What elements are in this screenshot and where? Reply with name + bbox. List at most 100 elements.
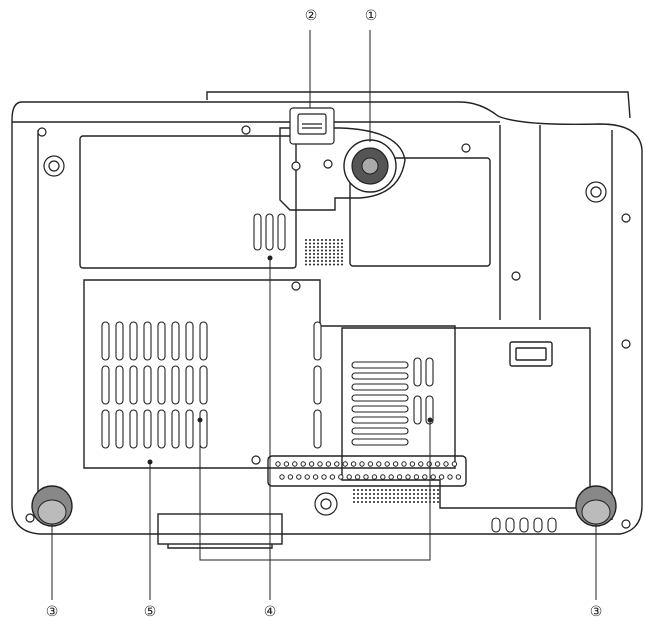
- perforation-dot: [385, 501, 387, 503]
- perforation-dot: [381, 501, 383, 503]
- perforation-dot: [353, 489, 355, 491]
- bar-hole: [346, 474, 352, 480]
- bar-hole: [308, 461, 315, 467]
- perforation-dot: [425, 489, 427, 491]
- perforation-dot: [409, 497, 411, 499]
- perforation-dot: [421, 497, 423, 499]
- vent-slot: [157, 409, 166, 449]
- perforation-dot: [405, 497, 407, 499]
- perforation-dot: [333, 246, 335, 248]
- callout-5: ⑤: [143, 604, 157, 620]
- perforation-dot: [321, 246, 323, 248]
- perforation-dot: [357, 493, 359, 495]
- callout-3-left: ③: [45, 604, 59, 620]
- perforation-dot: [389, 493, 391, 495]
- perforation-dot: [309, 256, 311, 259]
- perforation-dot: [409, 489, 411, 491]
- vent-cover-outline: [83, 279, 456, 469]
- bar-hole: [418, 461, 424, 467]
- perforation-dot: [333, 253, 335, 255]
- bar-hole: [292, 461, 298, 467]
- perforation-dot: [341, 242, 343, 245]
- bar-hole: [434, 461, 441, 467]
- perforation-dot: [333, 263, 335, 266]
- bar-hole: [401, 461, 407, 467]
- perforation-dot: [305, 246, 307, 248]
- perforation-dot: [313, 239, 315, 241]
- perforation-dot: [373, 497, 375, 499]
- perforation-dot: [401, 501, 403, 503]
- bar-hole: [342, 461, 348, 467]
- perforation-dot: [329, 249, 331, 252]
- perforation-dot: [325, 256, 327, 259]
- perforation-dot: [321, 253, 323, 255]
- perforation-dot: [421, 489, 423, 491]
- perforation-dot: [361, 501, 363, 503]
- bar-hole: [422, 474, 428, 480]
- perforation-dot: [305, 256, 307, 259]
- bar-hole: [279, 474, 285, 480]
- bar-hole: [451, 461, 458, 467]
- perforation-dot: [337, 260, 339, 262]
- perforation-dot: [393, 493, 395, 495]
- vent-slot: [115, 321, 124, 361]
- perforation-dot: [309, 249, 311, 252]
- perforation-dot: [329, 260, 331, 262]
- perforation-dot: [333, 249, 335, 252]
- perforation-dot: [337, 249, 339, 252]
- perforation-dot: [409, 493, 411, 495]
- bar-hole: [275, 461, 281, 467]
- vent-slot: [253, 213, 262, 251]
- vent-slot: [313, 365, 322, 405]
- perforation-dot: [389, 497, 391, 499]
- perforation-dot: [393, 501, 395, 503]
- bar-hole: [283, 461, 290, 467]
- bar-hole: [384, 461, 390, 467]
- body-outline: [11, 101, 643, 535]
- upper-left-panel: [79, 135, 297, 269]
- perforation-dot: [337, 239, 339, 241]
- perforation-dot: [405, 489, 407, 491]
- perforation-dot: [365, 489, 367, 491]
- vent-slot: [171, 365, 180, 405]
- vent-slot: [313, 321, 322, 361]
- perforation-dot: [317, 249, 319, 252]
- bar-hole: [447, 474, 453, 480]
- perforation-dot: [397, 501, 399, 503]
- bar-hole: [321, 474, 327, 480]
- small-button: [509, 341, 553, 367]
- bar-hole: [329, 474, 336, 480]
- perforation-dot: [313, 253, 315, 255]
- vent-slot: [129, 409, 138, 449]
- vent-slot: [143, 321, 152, 361]
- perforation-dot: [365, 493, 367, 495]
- bar-hole: [371, 474, 378, 480]
- perforation-dot: [305, 253, 307, 255]
- louver-slot: [351, 405, 409, 413]
- vent-slot: [199, 409, 208, 449]
- callout-4: ④: [263, 604, 277, 620]
- perforation-dot: [337, 253, 339, 255]
- vent-slot: [129, 365, 138, 405]
- vent-slot: [171, 409, 180, 449]
- perforation-dot: [369, 493, 371, 495]
- perforation-dot: [425, 501, 427, 503]
- perforation-dot: [337, 242, 339, 245]
- perforation-dot: [357, 489, 359, 491]
- perforation-dot: [325, 260, 327, 262]
- perforation-dot: [361, 497, 363, 499]
- perforation-dot: [317, 246, 319, 248]
- bar-hole: [376, 461, 382, 467]
- bar-hole: [325, 461, 332, 467]
- bar-hole: [312, 474, 319, 480]
- perforation-dot: [321, 239, 323, 241]
- vent-slot: [185, 321, 194, 361]
- perforation-dot: [421, 501, 423, 503]
- perforation-dot: [373, 493, 375, 495]
- perforation-dot: [305, 263, 307, 266]
- perforation-dot: [385, 497, 387, 499]
- perforation-dot: [305, 239, 307, 241]
- perforation-dot: [377, 493, 379, 495]
- perforation-dot: [313, 242, 315, 245]
- perforation-dot: [309, 253, 311, 255]
